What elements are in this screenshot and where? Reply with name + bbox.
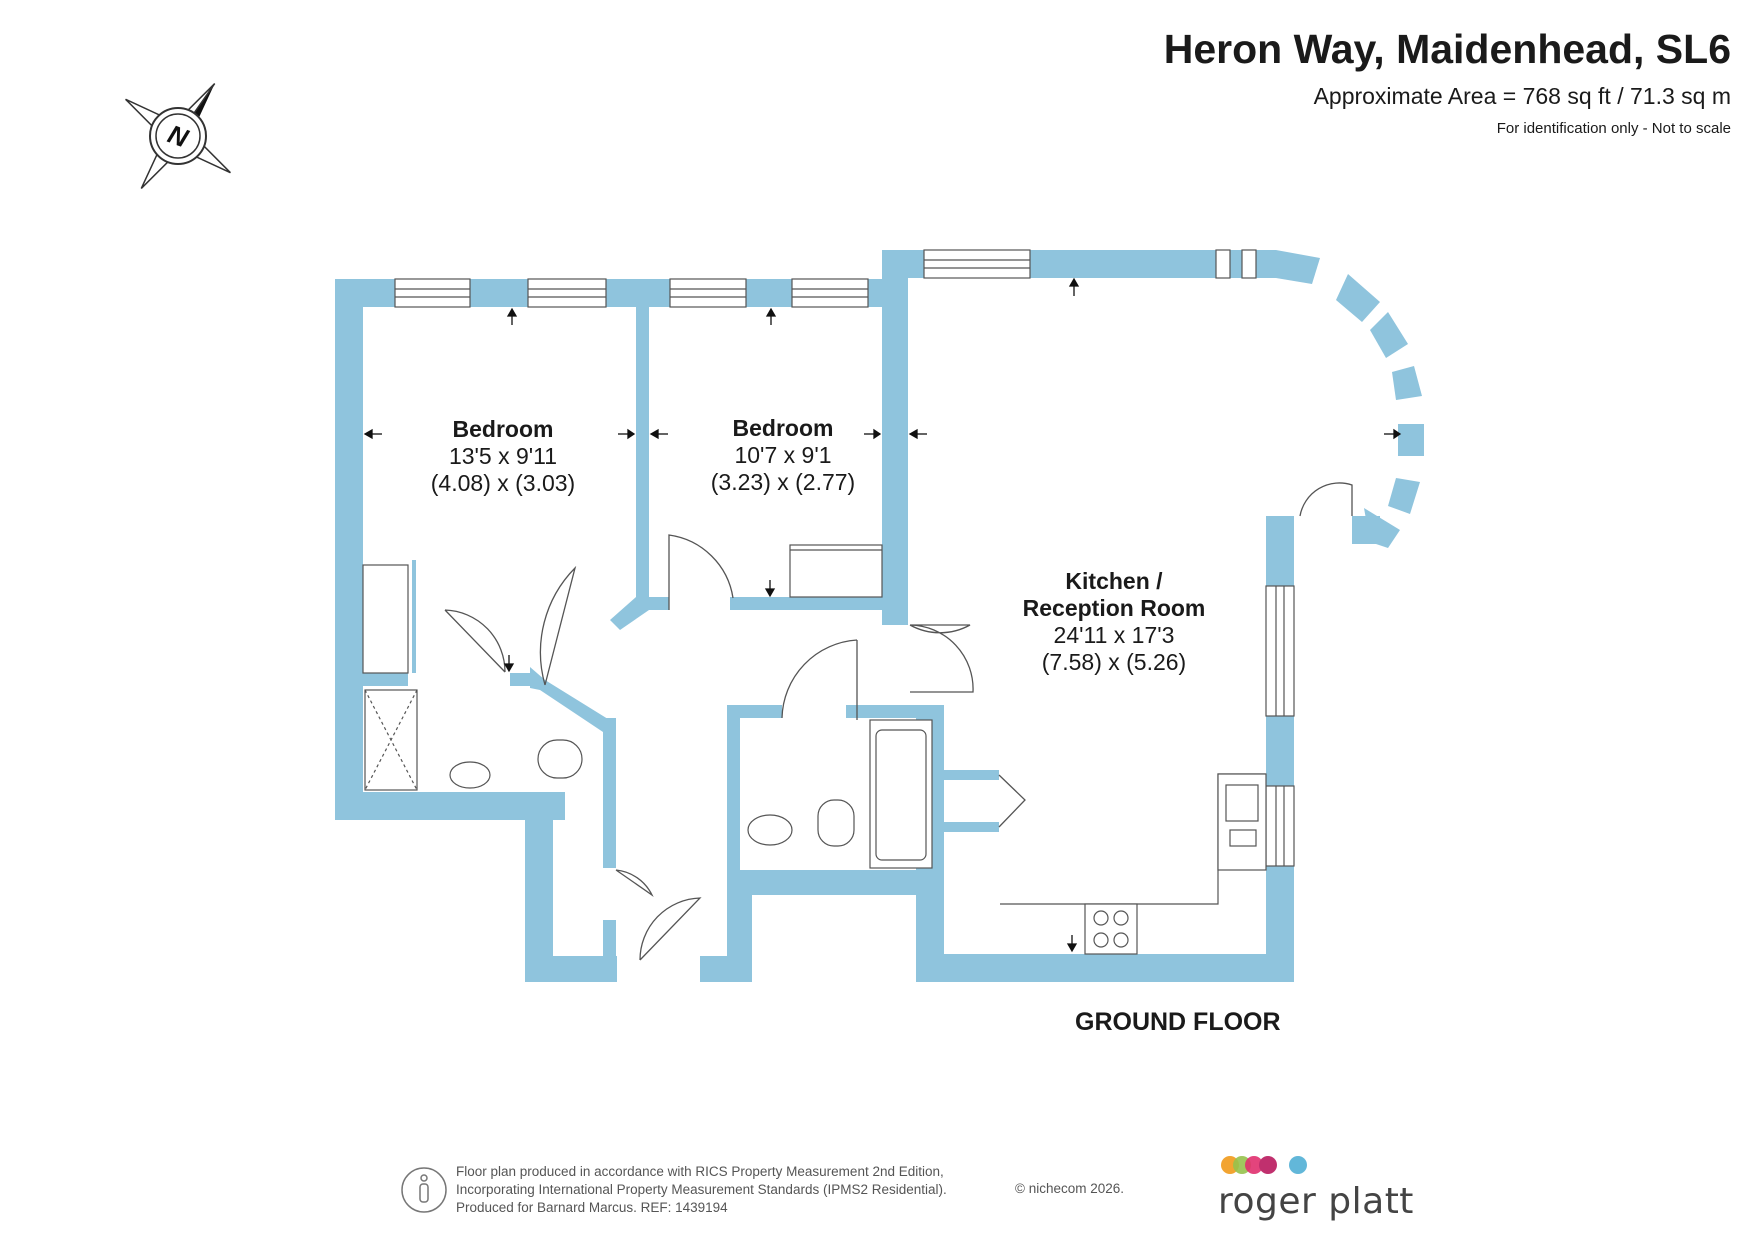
room-dimensions-imperial: 10'7 x 9'1 xyxy=(734,442,832,468)
person-icon xyxy=(401,1167,447,1213)
room-dimensions-metric: (4.08) x (3.03) xyxy=(430,470,576,496)
copyright: © nichecom 2026. xyxy=(1015,1181,1125,1196)
identification-note: For identification only - Not to scale xyxy=(1496,120,1731,137)
room-name-line-2: Reception Room xyxy=(1022,595,1206,621)
brand-logo-dots xyxy=(1221,1156,1307,1174)
measurement-arrows xyxy=(363,277,1402,953)
room-name: Bedroom xyxy=(452,416,554,442)
approximate-area: Approximate Area = 768 sq ft / 71.3 sq m xyxy=(1313,83,1731,109)
fixtures xyxy=(362,544,1267,955)
room-label-bedroom-2: Bedroom 10'7 x 9'1 (3.23) x (2.77) xyxy=(711,415,855,496)
brand-name: roger platt xyxy=(1218,1181,1414,1222)
room-dimensions-imperial: 24'11 x 17'3 xyxy=(1053,622,1175,648)
room-name-line-1: Kitchen / xyxy=(1065,568,1163,594)
footer-line-1: Floor plan produced in accordance with R… xyxy=(456,1164,944,1179)
property-title: Heron Way, Maidenhead, SL6 xyxy=(1163,26,1731,72)
room-label-bedroom-1: Bedroom 13'5 x 9'11 (4.08) x (3.03) xyxy=(431,416,575,497)
room-dimensions-metric: (7.58) x (5.26) xyxy=(1041,649,1187,675)
door-swings xyxy=(444,482,1353,961)
footer-line-3: Produced for Barnard Marcus. REF: 143919… xyxy=(456,1200,728,1215)
footer-line-2: Incorporating International Property Mea… xyxy=(456,1182,947,1197)
windows xyxy=(394,249,1295,867)
room-name: Bedroom xyxy=(732,415,834,441)
floor-label: GROUND FLOOR xyxy=(1075,1008,1281,1036)
walls xyxy=(335,250,1424,982)
room-dimensions-imperial: 13'5 x 9'11 xyxy=(448,443,558,469)
compass-icon: N xyxy=(125,83,231,189)
room-label-kitchen-reception: Kitchen / Reception Room 24'11 x 17'3 (7… xyxy=(1023,568,1206,676)
room-dimensions-metric: (3.23) x (2.77) xyxy=(710,469,856,495)
footer-notes: Floor plan produced in accordance with R… xyxy=(456,1163,947,1217)
